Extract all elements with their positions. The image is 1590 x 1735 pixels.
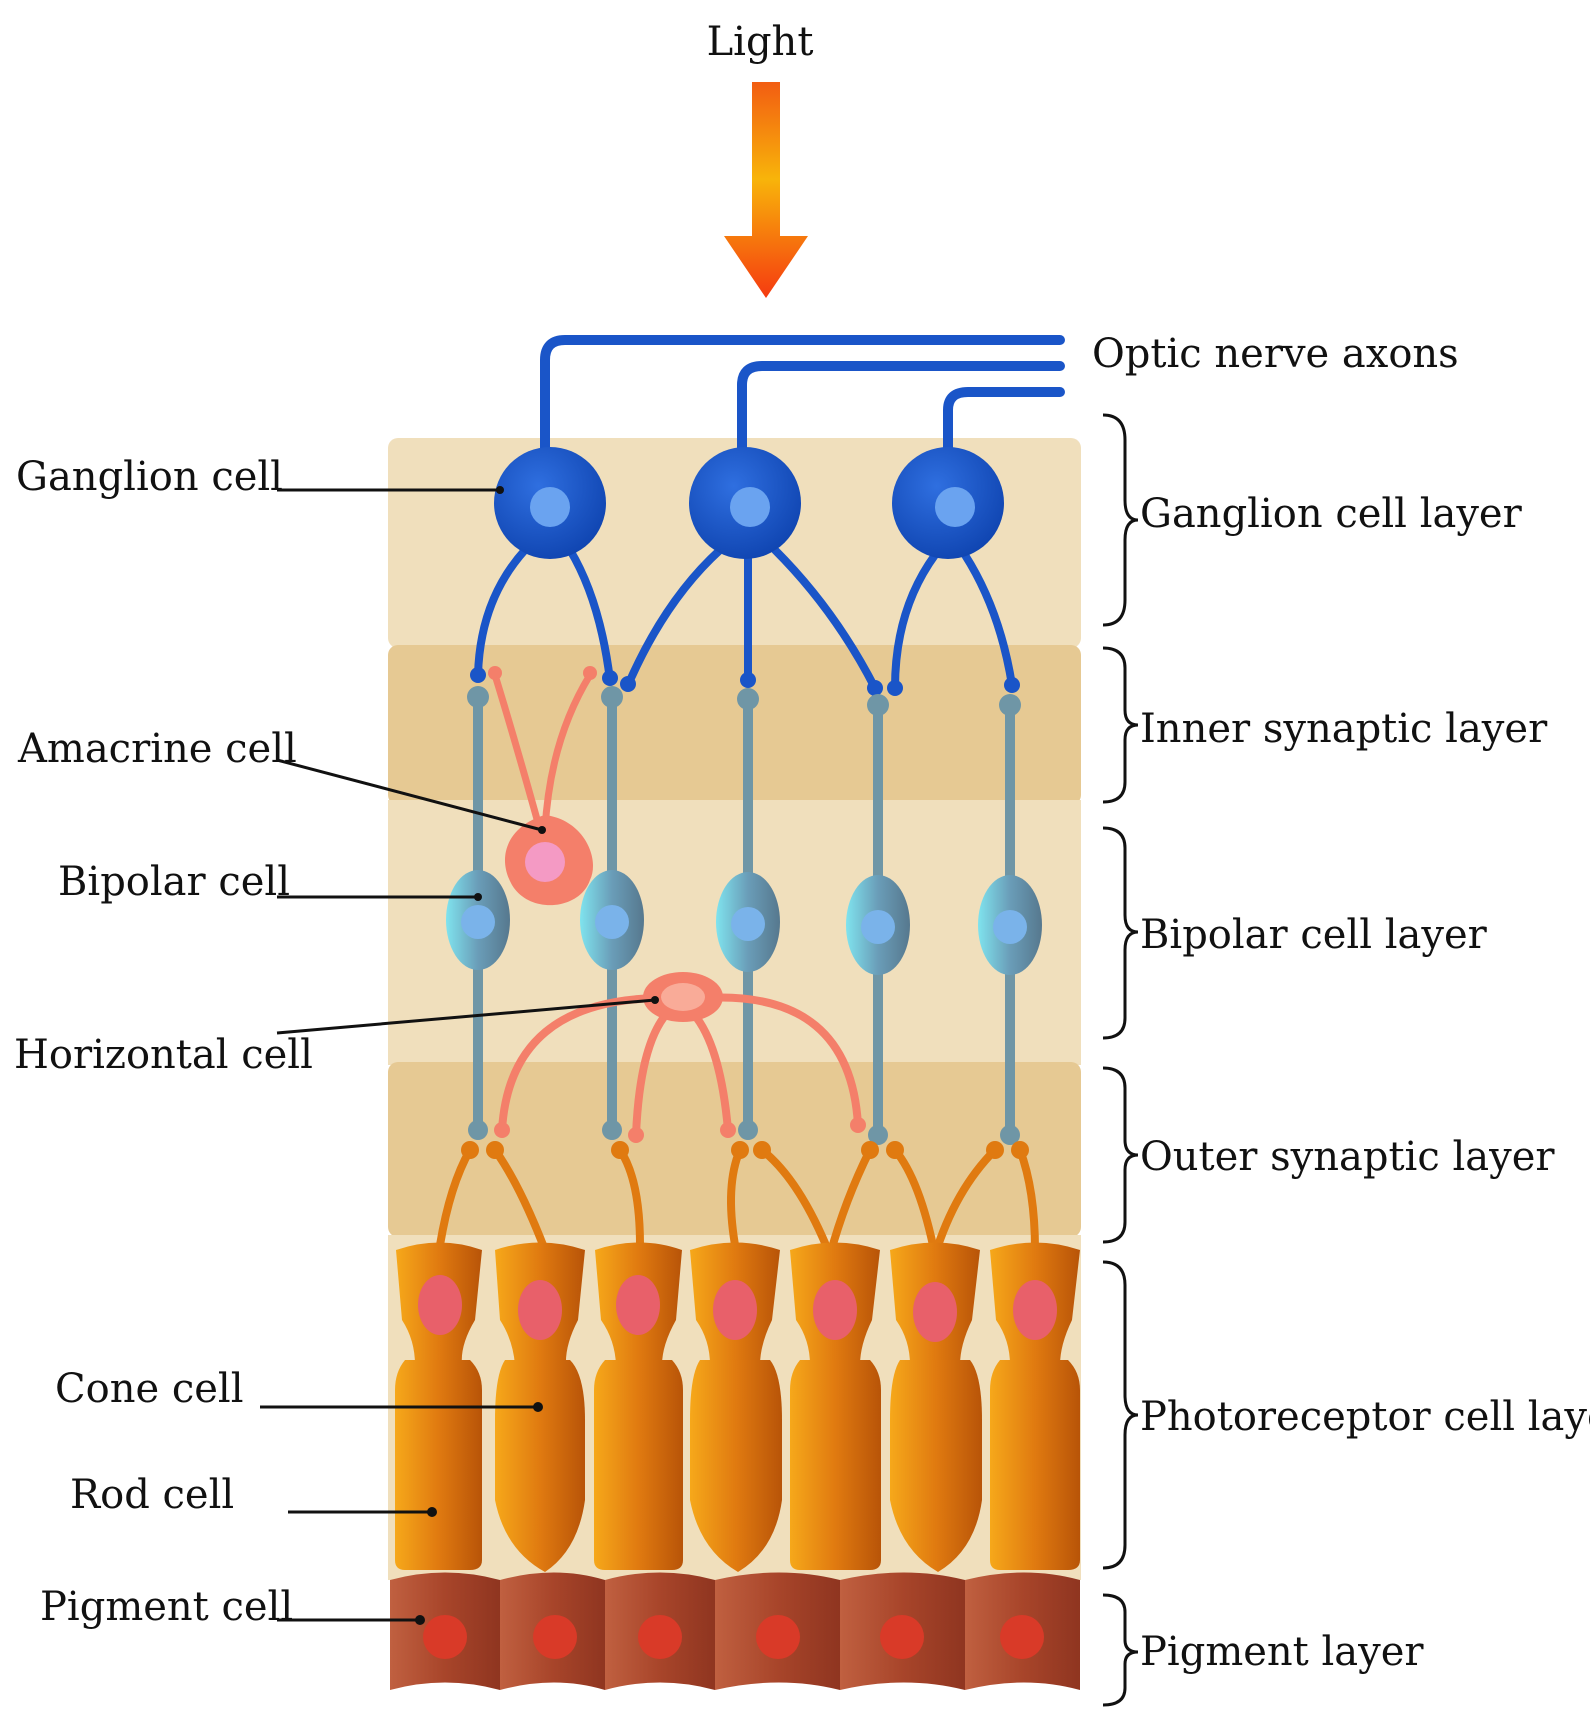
inner-synaptic-layer-label: Inner synaptic layer (1140, 706, 1548, 752)
bipolar-cell (978, 875, 1042, 975)
horizontal-leader-line (276, 996, 659, 1035)
amacrine-leader-line (276, 758, 546, 834)
amacrine-cell (488, 666, 597, 906)
pigment-layer-label: Pigment layer (1140, 1629, 1424, 1675)
rod-cell (594, 1360, 683, 1570)
bipolar-leader-line (277, 893, 482, 901)
rod-cell (990, 1360, 1080, 1570)
pigment-cell-label: Pigment cell (40, 1584, 293, 1630)
bipolar-cell (446, 870, 510, 970)
pigment-leader-line (277, 1615, 425, 1625)
ganglion-cell (494, 447, 606, 559)
ganglion-cell (689, 447, 801, 559)
cone-cell (890, 1360, 982, 1572)
rod-cell (790, 1360, 881, 1570)
cone-cell (690, 1360, 782, 1572)
horizontal-cell (494, 972, 866, 1143)
light-label: Light (707, 19, 814, 65)
layer-braces (1102, 413, 1139, 1707)
ganglion-cell (892, 447, 1004, 559)
ganglion-cell-label: Ganglion cell (16, 454, 283, 500)
layer-band-inner (388, 645, 1081, 805)
cone-cell (495, 1360, 585, 1572)
rod-leader-line (288, 1507, 437, 1517)
optic-nerve-axons-label: Optic nerve axons (1092, 331, 1459, 377)
cone-cell-label: Cone cell (55, 1366, 244, 1412)
optic-nerve-axons (540, 335, 1065, 460)
ganglion-cell-layer-label: Ganglion cell layer (1140, 491, 1523, 537)
bipolar-cell-label: Bipolar cell (58, 859, 290, 905)
ganglion-leader-line (277, 486, 504, 494)
photoreceptor-nuclei (418, 1275, 1057, 1342)
pigment-nuclei (423, 1615, 1044, 1659)
light-arrow-icon (724, 82, 808, 298)
horizontal-cell-label: Horizontal cell (14, 1032, 313, 1078)
bipolar-cell (716, 872, 780, 972)
photoreceptor-heads (396, 1242, 1080, 1365)
outer-synaptic-layer-label: Outer synaptic layer (1140, 1134, 1555, 1180)
bipolar-cell-layer-label: Bipolar cell layer (1140, 912, 1488, 958)
photoreceptor-terminal-tips (461, 1141, 1029, 1159)
bipolar-terminals (467, 686, 1021, 1145)
photoreceptor-cell-layer-label: Photoreceptor cell layer (1140, 1394, 1590, 1440)
ganglion-dendrite-tips (470, 667, 1020, 696)
cone-leader-line (260, 1402, 543, 1412)
ganglion-dendrites (474, 546, 1016, 692)
bipolar-cell (846, 875, 910, 975)
rod-cell-label: Rod cell (70, 1472, 234, 1518)
rod-cell (395, 1360, 482, 1570)
pigment-layer (390, 1572, 1080, 1690)
amacrine-cell-label: Amacrine cell (17, 726, 297, 772)
bipolar-cell (580, 870, 644, 970)
